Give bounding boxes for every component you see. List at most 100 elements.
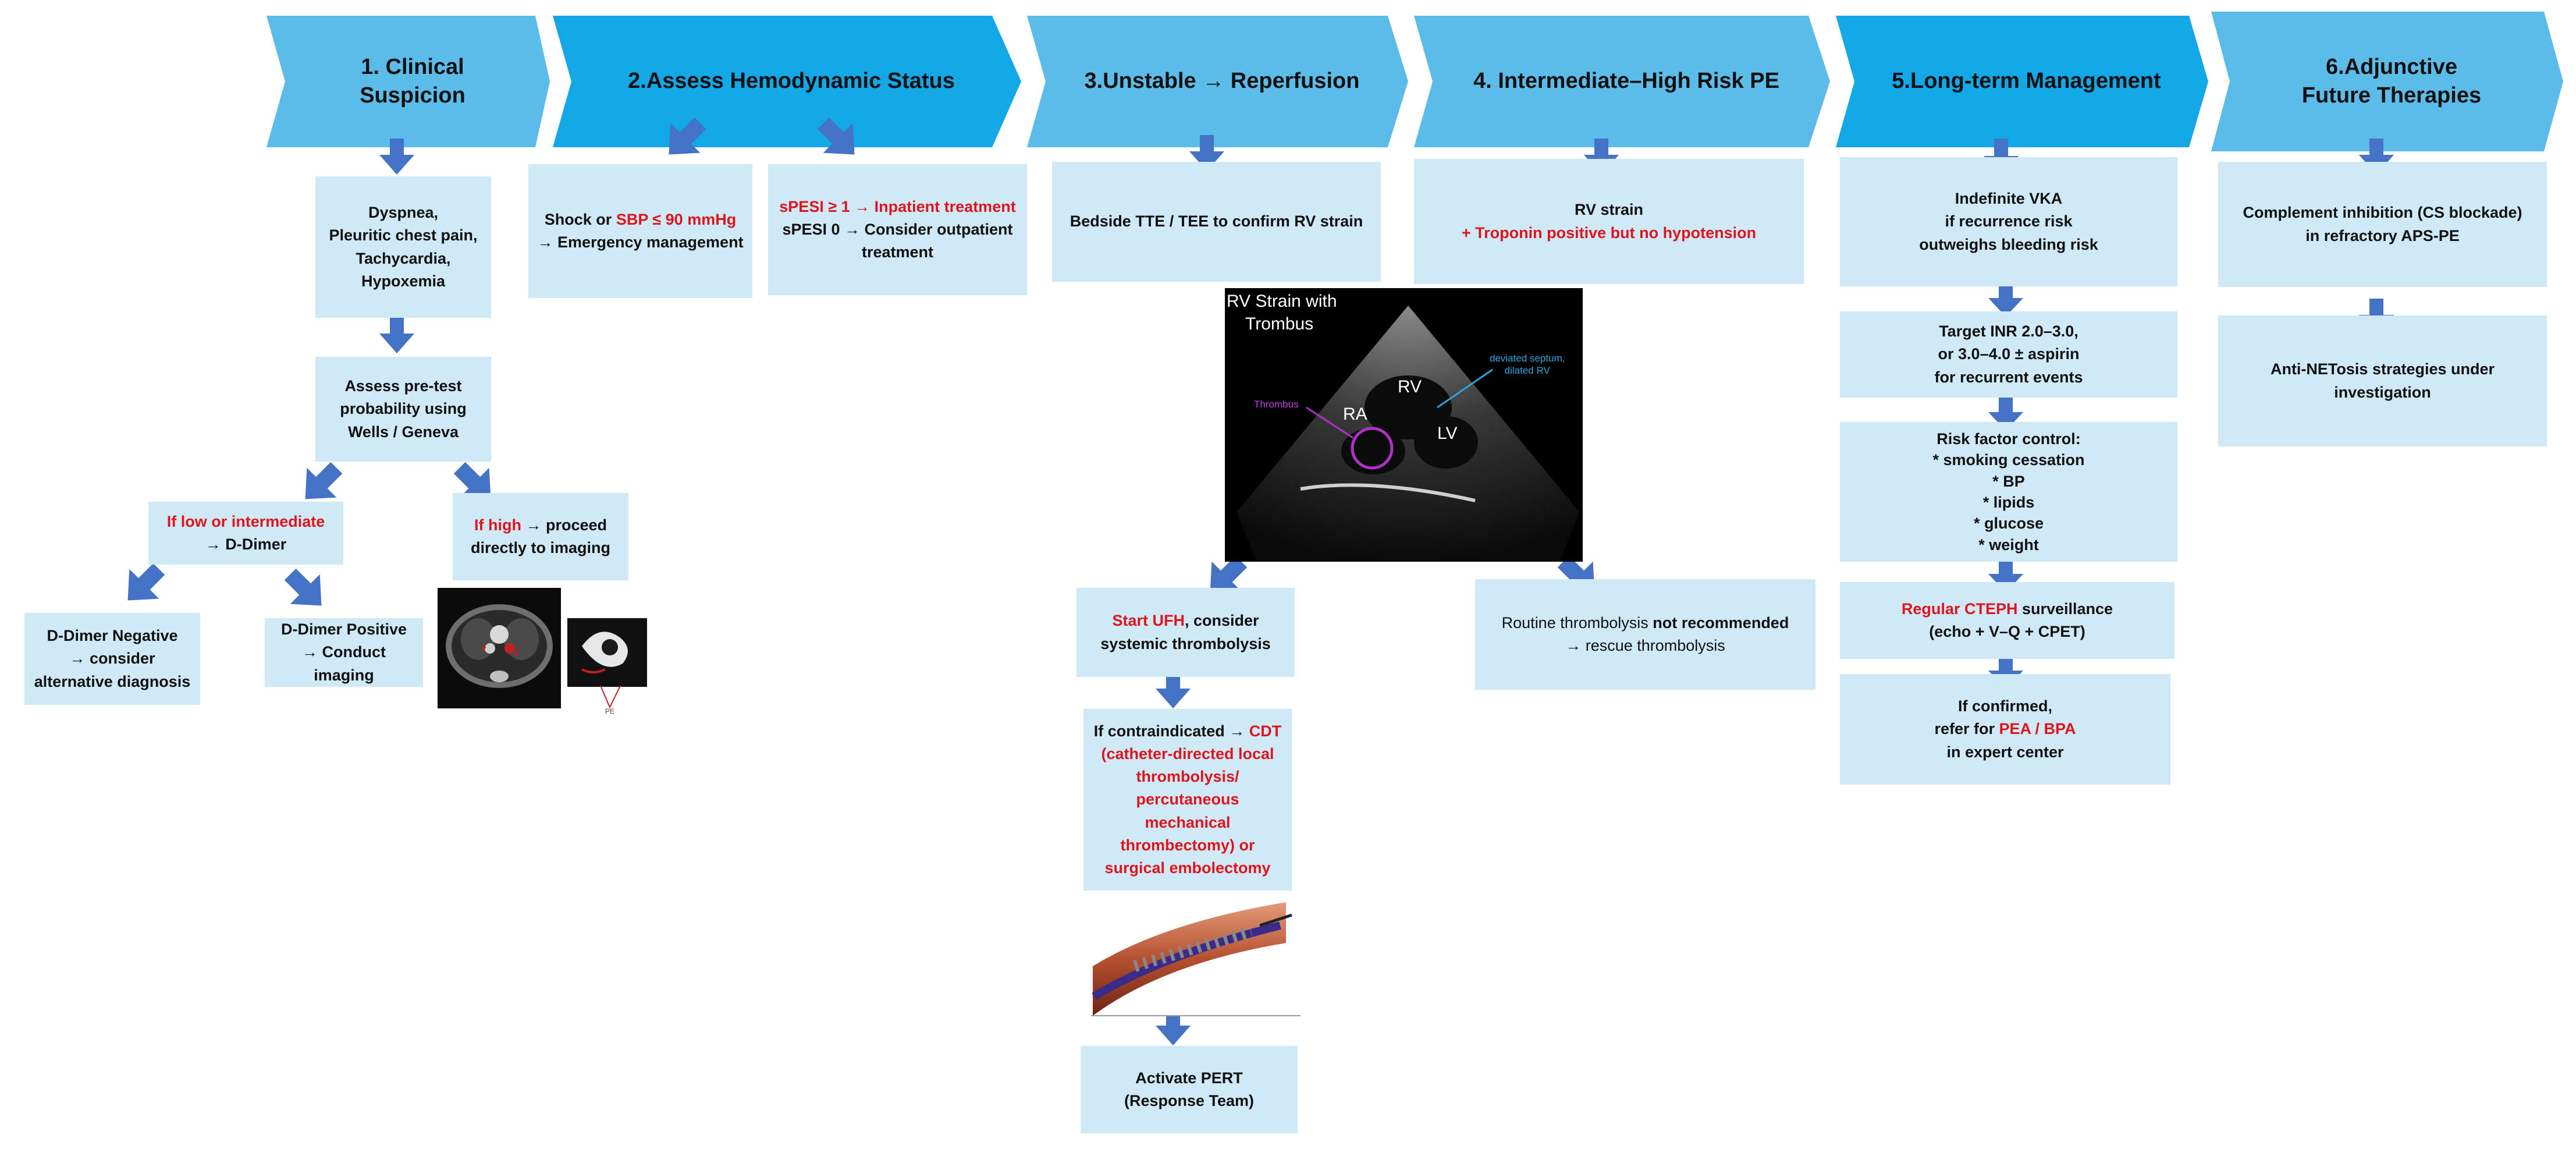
risk-line: * lipids — [1982, 494, 2035, 511]
target-inr-box: Target INR 2.0–3.0, or 3.0–4.0 ± aspirin… — [1840, 311, 2177, 398]
positive-line: → Conduct imaging — [302, 643, 386, 684]
pretest-line: probability using — [340, 400, 467, 418]
header-label: 4. Intermediate–High Risk PE — [1473, 69, 1779, 94]
shock-prefix: Shock or — [544, 210, 616, 228]
header-chevron-3 — [1027, 16, 1408, 147]
arrow-down-icon — [1988, 281, 2023, 317]
arrow-diagonal-icon — [1210, 555, 1248, 593]
complement-inhibition-box: Complement inhibition (CS blockade) in r… — [2218, 162, 2547, 287]
risk-line: * BP — [1992, 472, 2025, 490]
arrow-diagonal-icon — [669, 117, 706, 155]
pert-line: Activate PERT — [1135, 1069, 1243, 1087]
expert-center-label: in expert center — [1946, 743, 2064, 761]
cteph-surveillance-box: Regular CTEPH surveillance (echo + V–Q +… — [1840, 582, 2175, 659]
vka-line: Indefinite VKA — [1955, 190, 2063, 208]
arrow-down-icon — [1156, 671, 1191, 708]
symptoms-box: Dyspnea, Pleuritic chest pain, Tachycard… — [315, 176, 491, 318]
inr-line: or 3.0–4.0 ± aspirin — [1938, 345, 2080, 363]
troponin-label: + Troponin positive but no hypotension — [1461, 224, 1757, 242]
rescue-label: → rescue thrombolysis — [1565, 637, 1725, 654]
routine-thrombolysis-box: Routine thrombolysis not recommended → r… — [1475, 579, 1815, 690]
high-probability-box: If high → proceed directly to imaging — [453, 493, 628, 580]
cteph-tests: (echo + V–Q + CPET) — [1929, 623, 2085, 640]
arrow-diagonal-icon — [284, 568, 322, 606]
anti-netosis-box: Anti-NETosis strategies under investigat… — [2218, 315, 2547, 446]
not-recommended-label: not recommended — [1653, 613, 1789, 632]
shock-box: Shock or SBP ≤ 90 mmHg → Emergency manag… — [528, 164, 752, 298]
negative-line: D-Dimer Negative — [47, 627, 178, 645]
risk-line: Risk factor control: — [1937, 430, 2081, 448]
ct-zoom-image — [567, 618, 647, 687]
cdt-line: thrombolysis/ — [1136, 768, 1239, 786]
risk-factor-box: Risk factor control: * smoking cessation… — [1840, 422, 2177, 562]
symptom-line: Dyspnea, — [368, 204, 439, 222]
risk-line: * glucose — [1973, 515, 2044, 533]
tte-box: Bedside TTE / TEE to confirm RV strain — [1052, 162, 1381, 282]
cdt-line: thrombectomy) or — [1120, 836, 1255, 854]
arrow-down-icon — [1988, 558, 2023, 593]
netosis-line: investigation — [2334, 383, 2431, 401]
header-chevron-1 — [267, 16, 550, 147]
header-chevron-5 — [1836, 16, 2208, 147]
low-intermediate-label: If low or intermediate — [166, 512, 325, 530]
ct-pointer-lines — [600, 685, 621, 709]
pretest-line: Assess pre-test — [344, 377, 462, 395]
header-hemodynamic-status: 2.Assess Hemodynamic Status — [553, 16, 1021, 147]
cteph-label: Regular CTEPH — [1901, 600, 2018, 618]
header-label: Future Therapies — [2301, 83, 2482, 108]
emergency-label: → Emergency management — [537, 233, 744, 251]
header-label: 5.Long-term Management — [1892, 69, 2161, 94]
start-ufh-label: Start UFH — [1112, 612, 1185, 630]
symptom-line: Tachycardia, — [356, 249, 451, 267]
arrow-diagonal-icon — [453, 462, 491, 499]
negative-line: alternative diagnosis — [34, 672, 191, 690]
surveillance-label: surveillance — [2017, 600, 2113, 618]
symptom-line: Hypoxemia — [361, 272, 446, 290]
risk-line: * weight — [1978, 536, 2039, 554]
header-clinical-suspicion: 1. Clinical Suspicion — [267, 16, 550, 147]
header-reperfusion: 3.Unstable → Reperfusion — [1027, 16, 1408, 147]
header-label: 1. Clinical Suspicion — [360, 54, 466, 108]
echo-image — [1225, 288, 1583, 562]
echo-title-line: Trombus — [1245, 314, 1314, 334]
pretest-line: Wells / Geneva — [347, 423, 459, 441]
start-ufh-box: Start UFH, consider systemic thrombolysi… — [1076, 588, 1295, 677]
sbp-threshold: SBP ≤ 90 mmHg — [616, 210, 737, 228]
arrow-down-icon — [379, 317, 414, 353]
if-high-label: If high — [474, 516, 521, 534]
d-dimer-positive-box: D-Dimer Positive → Conduct imaging — [265, 618, 423, 687]
septum-line: dilated RV — [1504, 365, 1550, 377]
netosis-line: Anti-NETosis strategies under — [2270, 360, 2495, 378]
pretest-probability-box: Assess pre-test probability using Wells … — [315, 357, 491, 462]
tte-label: Bedside TTE / TEE to confirm RV strain — [1070, 212, 1363, 230]
spesi-box: sPESI ≥ 1 → Inpatient treatment sPESI 0 … — [768, 164, 1027, 295]
cdt-box: If contraindicated → CDT (catheter-direc… — [1083, 709, 1292, 891]
spesi-inpatient: sPESI ≥ 1 → Inpatient treatment — [779, 197, 1016, 215]
header-long-term-management: 5.Long-term Management — [1836, 16, 2208, 147]
arrow-diagonal-icon — [817, 117, 855, 155]
low-intermediate-box: If low or intermediate → D-Dimer — [148, 502, 343, 565]
echo-lv-label: LV — [1437, 424, 1458, 443]
echo-title: RV Strain with Trombus — [1227, 290, 1337, 335]
complement-line: Complement inhibition (CS blockade) — [2243, 204, 2522, 222]
arrow-down-icon — [1189, 135, 1224, 171]
cdt-line: percutaneous mechanical — [1136, 790, 1239, 831]
header-label: 6.Adjunctive — [2326, 54, 2457, 79]
refer-box: If confirmed, refer for PEA / BPA in exp… — [1840, 674, 2170, 785]
septum-line: deviated septum, — [1490, 353, 1565, 364]
header-intermediate-high-risk: 4. Intermediate–High Risk PE — [1414, 16, 1830, 147]
pert-box: Activate PERT (Response Team) — [1081, 1046, 1298, 1133]
consider-label: , consider — [1184, 612, 1259, 630]
arrow-down-icon — [1988, 653, 2023, 689]
arrow-diagonal-icon — [127, 563, 165, 601]
arrow-down-icon — [1988, 395, 2023, 431]
echo-ra-label: RA — [1343, 405, 1367, 424]
header-adjunctive-therapies: 6.Adjunctive Future Therapies — [2211, 12, 2563, 151]
catheter-image — [1091, 899, 1301, 1016]
vka-line: if recurrence risk — [1945, 212, 2073, 230]
header-chevron-6 — [2211, 12, 2563, 151]
cdt-line: surgical embolectomy — [1104, 859, 1271, 877]
negative-line: → consider — [69, 650, 155, 668]
ct-scan-image — [438, 588, 561, 708]
echo-thrombus-label: Thrombus — [1254, 399, 1299, 410]
